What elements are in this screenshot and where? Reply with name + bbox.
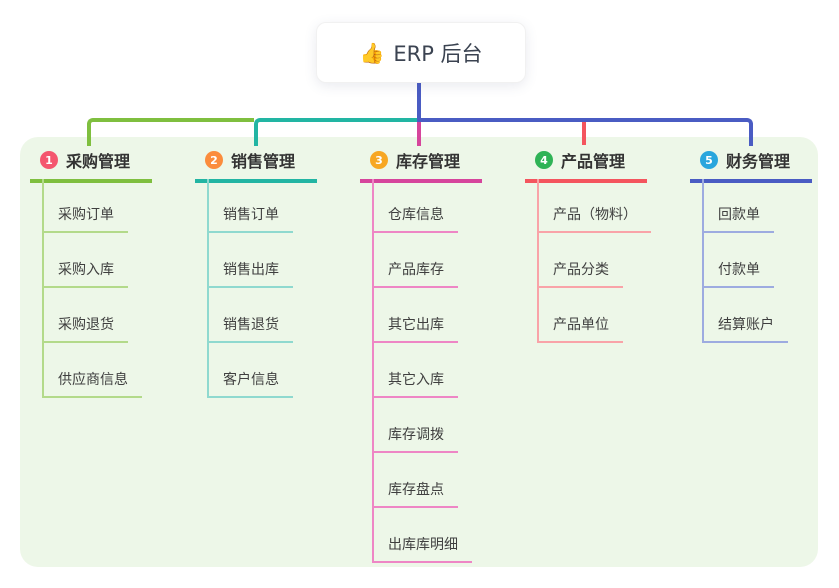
branch-spine	[537, 179, 539, 343]
connector-branch-1	[87, 118, 254, 146]
mindmap-node[interactable]: 回款单	[702, 206, 774, 233]
mindmap-node[interactable]: 销售出库	[207, 261, 293, 288]
mindmap-node[interactable]: 其它出库	[372, 316, 458, 343]
connector-branch-4-drop	[582, 122, 586, 145]
branch-spine	[42, 179, 44, 398]
branch-title: 采购管理	[66, 152, 131, 171]
priority-badge: 2	[205, 151, 223, 169]
branches-panel	[20, 137, 818, 567]
mindmap-node[interactable]: 仓库信息	[372, 206, 458, 233]
mindmap-node[interactable]: 采购订单	[42, 206, 128, 233]
mindmap-node[interactable]: 库存盘点	[372, 481, 458, 508]
mindmap-node[interactable]: 结算账户	[702, 316, 788, 343]
branch-spine	[207, 179, 209, 398]
mindmap-node[interactable]: 采购退货	[42, 316, 128, 343]
branch-header[interactable]: 2 销售管理	[195, 146, 317, 183]
branch-product: 4 产品管理 产品（物料） 产品分类 产品单位	[525, 146, 685, 343]
priority-badge: 5	[700, 151, 718, 169]
thumbs-up-icon: 👍	[359, 40, 385, 65]
priority-badge: 4	[535, 151, 553, 169]
mindmap-node[interactable]: 产品分类	[537, 261, 623, 288]
branch-header[interactable]: 1 采购管理	[30, 146, 152, 183]
connector-branch-2	[254, 118, 419, 146]
branch-title: 产品管理	[561, 152, 626, 171]
mindmap-node[interactable]: 供应商信息	[42, 371, 142, 398]
mindmap-node[interactable]: 库存调拨	[372, 426, 458, 453]
mindmap-node[interactable]: 付款单	[702, 261, 774, 288]
branch-title: 财务管理	[726, 152, 791, 171]
branch-header[interactable]: 3 库存管理	[360, 146, 482, 183]
root-node-label: ERP 后台	[393, 41, 483, 66]
branch-inventory: 3 库存管理 仓库信息 产品库存 其它出库 其它入库 库存调拨 库存盘点 出库库…	[360, 146, 520, 563]
mindmap-node[interactable]: 其它入库	[372, 371, 458, 398]
branch-spine	[372, 179, 374, 563]
mindmap-node[interactable]: 销售订单	[207, 206, 293, 233]
mindmap-node[interactable]: 产品库存	[372, 261, 458, 288]
branch-purchase: 1 采购管理 采购订单 采购入库 采购退货 供应商信息	[30, 146, 190, 398]
mindmap-node[interactable]: 产品（物料）	[537, 206, 651, 233]
root-node[interactable]: 👍 ERP 后台	[316, 22, 526, 83]
connector-root-vertical	[417, 81, 421, 122]
connector-branch-3-drop	[417, 122, 421, 146]
branch-header[interactable]: 5 财务管理	[690, 146, 812, 183]
mindmap-node[interactable]: 产品单位	[537, 316, 623, 343]
connector-branch-5	[419, 118, 753, 146]
mindmap-node[interactable]: 客户信息	[207, 371, 293, 398]
branch-header[interactable]: 4 产品管理	[525, 146, 647, 183]
branch-title: 库存管理	[396, 152, 461, 171]
branch-spine	[702, 179, 704, 343]
mindmap-node[interactable]: 采购入库	[42, 261, 128, 288]
branch-title: 销售管理	[231, 152, 296, 171]
priority-badge: 3	[370, 151, 388, 169]
branch-finance: 5 财务管理 回款单 付款单 结算账户	[690, 146, 839, 343]
mindmap-node[interactable]: 出库库明细	[372, 536, 472, 563]
priority-badge: 1	[40, 151, 58, 169]
mindmap-node[interactable]: 销售退货	[207, 316, 293, 343]
branch-sales: 2 销售管理 销售订单 销售出库 销售退货 客户信息	[195, 146, 355, 398]
